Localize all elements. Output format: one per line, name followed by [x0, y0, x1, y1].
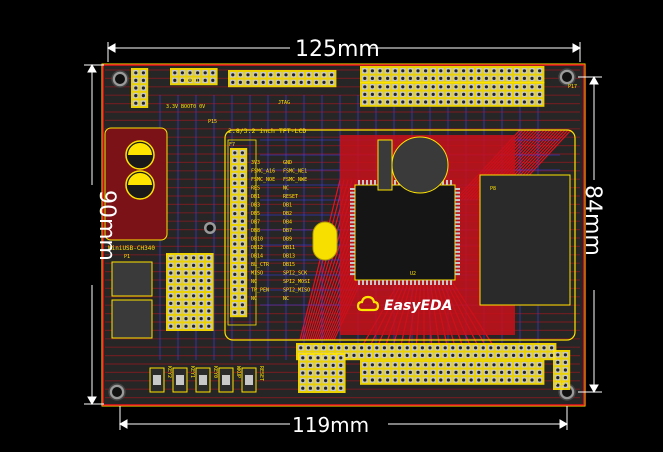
pin-headers [131, 66, 571, 393]
dim-right: 84mm [580, 185, 605, 256]
dimension-annotations [84, 42, 602, 430]
lcd-pin-label-right: FSMC_NWE [283, 177, 307, 183]
cloud-icon [356, 295, 380, 312]
lcd-pin-label-left: DB1 [251, 194, 260, 200]
boot-row-label: 3.3V BOOT0 0V [166, 104, 205, 110]
lcd-pin-label-left: RES [251, 186, 260, 192]
lcd-pin-label-left: DB10 [251, 237, 263, 243]
easyeda-logo: EasyEDA [356, 295, 453, 314]
dim-left: 90mm [94, 190, 119, 261]
lcd-pin-label-right: DB13 [283, 254, 295, 260]
lcd-pin-label-left: 3V3 [251, 160, 260, 166]
boot-label: BOOT1 [184, 78, 199, 84]
p8-label: P8 [490, 186, 496, 192]
lcd-pin-label-left: DB5 [251, 211, 260, 217]
p17-label: P17 [568, 84, 577, 90]
key-label: RESET [258, 366, 264, 381]
p4-label: P4 [166, 254, 172, 260]
battery-holder [377, 136, 449, 194]
lcd-pin-label-right: SPI2_MOSI [283, 279, 310, 285]
key-label: KEY0 [212, 366, 218, 378]
lcd-title: 2.8/3.2 inch TFT-LCD [228, 127, 306, 135]
dimension-labels: 125mm 119mm 90mm 84mm [94, 37, 605, 437]
lcd-pin-label-left: FSMC_A16 [251, 169, 275, 175]
lcd-pin-label-right: RESET [283, 194, 298, 200]
crystal [312, 221, 338, 261]
p1-label: P1 [124, 254, 130, 260]
logo-text: EasyEDA [384, 298, 453, 314]
lcd-pin-label-right: SPI2_MISO [283, 288, 310, 294]
lcd-pin-label-left: DB8 [251, 228, 260, 234]
lcd-pin-label-right: SPI2_SCK [283, 271, 307, 277]
chip-label: U2 [410, 271, 416, 277]
capacitors [125, 140, 155, 200]
key-label: KEY1 [189, 366, 195, 378]
lcd-pin-label-right: NC [283, 296, 289, 302]
lcd-pin-label-left: DB3 [251, 203, 260, 209]
lcd-pin-label-left: MISO [251, 271, 263, 277]
p18-label: P18 [556, 381, 565, 387]
lcd-pin-label-right: FSMC_NE1 [283, 169, 307, 175]
lcd-pin-label-left: DB14 [251, 254, 263, 260]
mcu-chip-u2: U2 [350, 180, 460, 285]
usb-connectors [111, 261, 153, 339]
lcd-pin-label-left: NC [251, 279, 257, 285]
dim-top: 125mm [295, 37, 380, 62]
lcd-pin-label-right: DB1 [283, 203, 292, 209]
lcd-pin-label-right: DB11 [283, 245, 295, 251]
lcd-pin-label-left: DB7 [251, 220, 260, 226]
lcd-pin-label-left: BL_CTR [251, 262, 270, 268]
p15-label: P15 [208, 119, 217, 125]
lcd-pin-label-right: DB9 [283, 237, 292, 243]
lcd-pin-label-left: FSMC_NOE [251, 177, 275, 183]
key-label: WKUP [235, 366, 241, 378]
lcd-pin-label-right: DB15 [283, 262, 295, 268]
dim-bottom: 119mm [292, 413, 369, 437]
usb-label: MiniUSB-CH340 [108, 245, 155, 252]
jtag-label: JTAG [278, 100, 290, 106]
lcd-pin-label-right: DB7 [283, 228, 292, 234]
lcd-pin-label-left: DB12 [251, 245, 263, 251]
key-label: KEY2 [166, 366, 172, 378]
lcd-pin-label-right: DB2 [283, 211, 292, 217]
lcd-pin-label-right: DB4 [283, 220, 292, 226]
lcd-connector: 2.8/3.2 inch TFT-LCD F7 3V3FSMC_A16FSMC_… [227, 127, 310, 326]
push-buttons: KEY2 KEY1 KEY0 WKUP RESET [149, 366, 264, 393]
f7-label: F7 [229, 142, 235, 148]
lcd-pin-label-right: NC [283, 186, 289, 192]
lcd-pin-label-left: TP_PEN [251, 288, 269, 294]
lcd-pin-label-right: GND [283, 160, 292, 166]
lcd-pin-label-left: NC [251, 296, 257, 302]
